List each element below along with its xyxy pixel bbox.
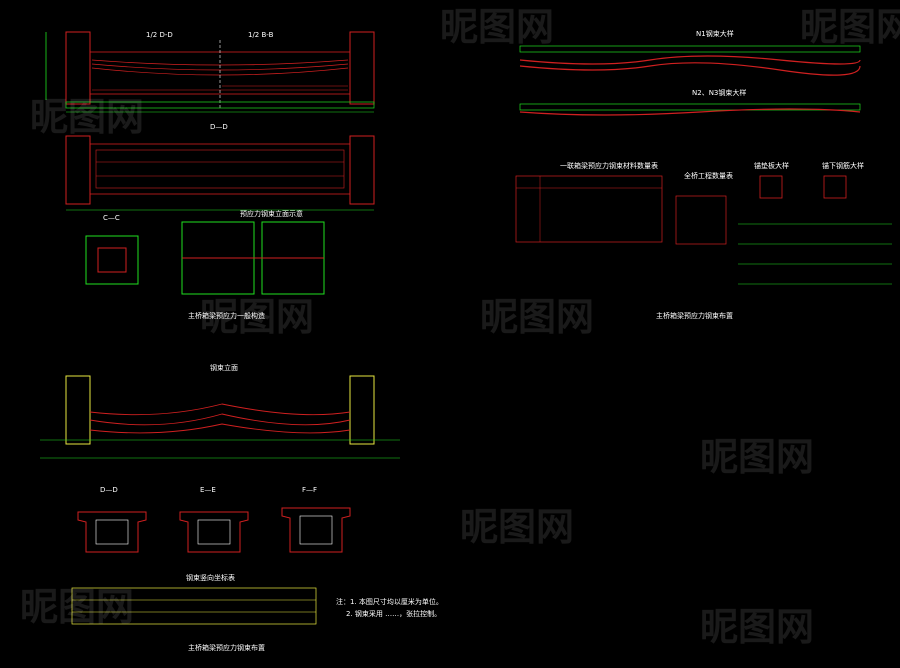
n2-dim-bar — [519, 103, 861, 111]
panel-b-small-table-title: 全桥工程数量表 — [684, 171, 733, 180]
c-section-box — [97, 247, 127, 273]
watermark-1: 昵图网 — [440, 5, 554, 49]
girder-plan — [89, 143, 351, 195]
section-e-void — [197, 519, 231, 545]
panel-c-sec-e: E—E — [200, 486, 216, 494]
tendon-lines — [91, 59, 349, 76]
pier-right — [349, 375, 375, 445]
panel-b-detail4: 锚下钢筋大样 — [822, 161, 864, 170]
quantity-table — [675, 195, 727, 245]
pier-left — [65, 375, 91, 445]
watermark-6: 昵图网 — [700, 435, 814, 479]
abutment-right — [349, 31, 375, 105]
panel-a: 1/2 D-D 1/2 B-B D—D 预应力钢束立面示意 C—C 主桥箱梁预应… — [45, 31, 375, 320]
section-f-void — [299, 515, 333, 545]
girder-plan-inner — [95, 149, 345, 189]
panel-b-caption: 主桥箱梁预应力钢束布置 — [656, 311, 733, 320]
n1-tendon-curve-2 — [519, 62, 861, 76]
watermark-5: 昵图网 — [480, 295, 594, 339]
dimension-bar — [65, 101, 375, 109]
panel-a-sub-caption: 预应力钢束立面示意 — [240, 209, 303, 218]
panel-b-detail2: N2、N3钢束大样 — [692, 88, 746, 97]
panel-a-label-section: D—D — [210, 123, 228, 131]
anchor-rebar-detail — [823, 175, 847, 199]
panel-c-sec-f: F—F — [302, 486, 317, 494]
panel-c-note-2: 2. 钢束采用 ……，张拉控制。 — [346, 609, 441, 618]
panel-b-table-title: 一联箱梁预应力钢束材料数量表 — [560, 161, 658, 170]
watermark-7: 昵图网 — [460, 505, 574, 549]
section-d-outline — [77, 511, 147, 553]
panel-a-label-right: 1/2 B-B — [248, 31, 274, 39]
section-f-outline — [281, 507, 351, 553]
section-e-outline — [179, 511, 249, 553]
watermark-8: 昵图网 — [20, 585, 134, 629]
abutment-left-2 — [65, 135, 91, 205]
n1-dim-bar — [519, 45, 861, 53]
tendon-profile-3 — [89, 423, 351, 434]
panel-c-sec-d: D—D — [100, 486, 118, 494]
panel-a-caption: 主桥箱梁预应力一般构造 — [188, 311, 265, 320]
panel-c-note-1: 注：1. 本图尺寸均以厘米为单位。 — [336, 597, 443, 606]
c-section-outline — [85, 235, 139, 285]
panel-b-detail3: 锚垫板大样 — [754, 161, 789, 170]
panel-c-title: 钢束立面 — [210, 363, 238, 372]
abutment-left — [65, 31, 91, 105]
material-table — [515, 175, 663, 243]
tendon-profile-1 — [89, 403, 351, 416]
watermark-2: 昵图网 — [800, 5, 900, 49]
panel-c-caption: 主桥箱梁预应力钢束布置 — [188, 643, 265, 652]
panel-c-table-title: 钢束竖向坐标表 — [186, 573, 235, 582]
tendon-profile-2 — [89, 413, 351, 426]
anchor-plate-detail — [759, 175, 783, 199]
abutment-right-2 — [349, 135, 375, 205]
watermark-3: 昵图网 — [30, 95, 144, 139]
coordinate-table — [71, 587, 317, 625]
watermark-9: 昵图网 — [700, 605, 814, 649]
n2-tendon-curve — [519, 108, 861, 116]
panel-c: 钢束立面 D—D E—E F—F 钢束竖向坐标表 注：1. 本图尺寸均以厘米为单… — [40, 363, 443, 652]
panel-b-detail1: N1钢束大样 — [696, 29, 734, 38]
n1-tendon-curve — [519, 55, 861, 65]
watermark-layer: 昵图网 昵图网 昵图网 昵图网 昵图网 昵图网 昵图网 昵图网 昵图网 — [20, 5, 900, 649]
watermark-4: 昵图网 — [200, 295, 314, 339]
section-d-void — [95, 519, 129, 545]
panel-b: N1钢束大样 N2、N3钢束大样 一联箱梁预应力钢束材料数量表 全桥工程数量表 … — [515, 29, 892, 320]
panel-a-c-section: C—C — [103, 214, 120, 222]
panel-a-label-left: 1/2 D-D — [146, 31, 173, 39]
